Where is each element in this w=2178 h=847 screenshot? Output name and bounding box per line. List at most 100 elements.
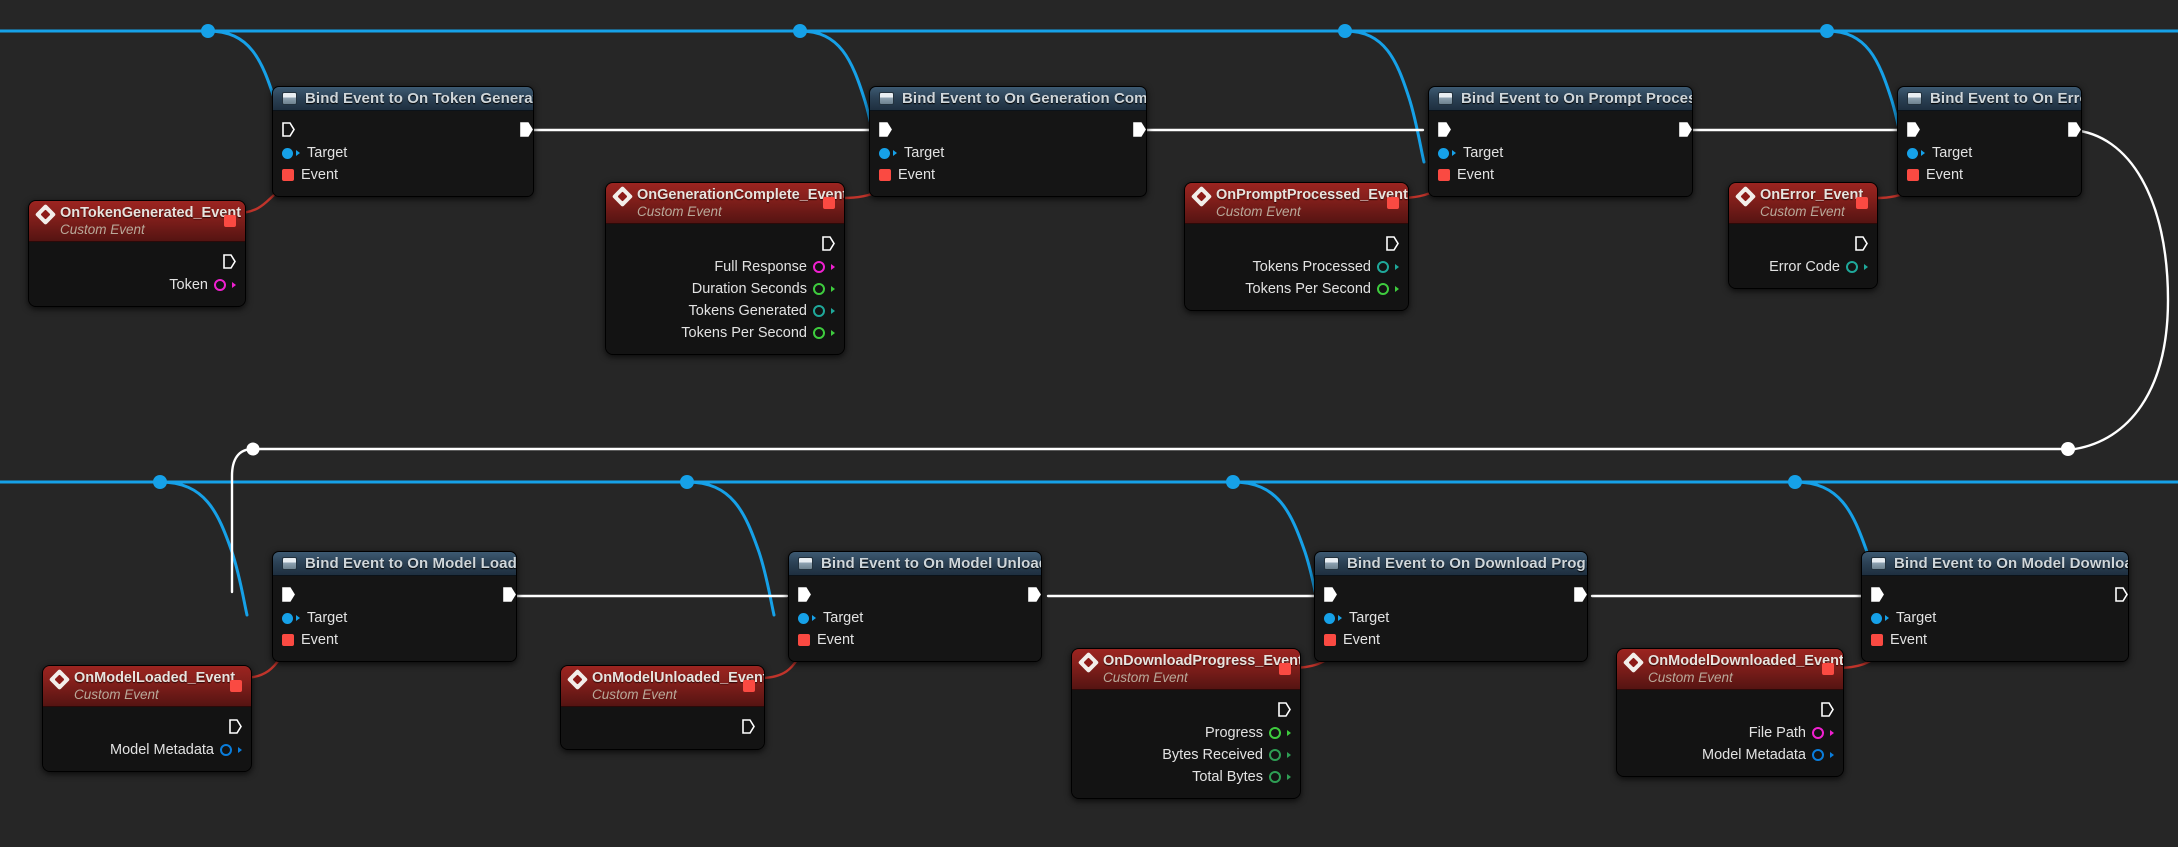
node-bind-event-on-generation-complete[interactable]: Bind Event to On Generation Complete Tar… bbox=[869, 86, 1147, 197]
exec-input-pin[interactable] bbox=[798, 586, 811, 602]
output-pin-tokens-per-second[interactable] bbox=[813, 327, 825, 340]
pin-row-output[interactable]: Tokens Per Second bbox=[606, 322, 844, 344]
exec-output-pin[interactable] bbox=[1133, 121, 1146, 137]
node-event-on-token-generated[interactable]: OnTokenGenerated_Event Custom Event Toke… bbox=[28, 200, 246, 308]
event-delegate-pin[interactable] bbox=[1871, 634, 1883, 646]
exec-input-pin[interactable] bbox=[282, 586, 295, 602]
delegate-output-pin[interactable] bbox=[1856, 197, 1868, 210]
pin-row-output[interactable]: Error Code bbox=[1729, 256, 1877, 278]
pin-row-output[interactable]: Total Bytes bbox=[1072, 766, 1300, 788]
pin-row-event[interactable]: Event bbox=[1315, 629, 1587, 651]
node-event-on-generation-complete[interactable]: OnGenerationComplete_Event Custom Event … bbox=[605, 182, 845, 356]
output-pin-model-metadata[interactable] bbox=[1812, 749, 1824, 762]
node-bind-event-on-download-progress[interactable]: Bind Event to On Download Progress Targe… bbox=[1314, 551, 1588, 662]
output-pin-total-bytes[interactable] bbox=[1269, 771, 1281, 784]
node-event-on-prompt-processed[interactable]: OnPromptProcessed_Event Custom Event Tok… bbox=[1184, 182, 1409, 312]
pin-row-target[interactable]: Target bbox=[1898, 142, 2081, 164]
event-delegate-pin[interactable] bbox=[282, 634, 294, 646]
pin-row-output[interactable]: Full Response bbox=[606, 256, 844, 278]
node-bind-event-on-model-unloaded[interactable]: Bind Event to On Model Unloaded Target E… bbox=[788, 551, 1042, 662]
delegate-output-pin[interactable] bbox=[1387, 197, 1399, 210]
pin-row-output[interactable]: Bytes Received bbox=[1072, 744, 1300, 766]
pin-row-event[interactable]: Event bbox=[273, 164, 533, 186]
delegate-output-pin[interactable] bbox=[224, 215, 236, 228]
pin-row-event[interactable]: Event bbox=[870, 164, 1146, 186]
pin-row-event[interactable]: Event bbox=[1898, 164, 2081, 186]
event-delegate-pin[interactable] bbox=[1907, 169, 1919, 181]
pin-row-output[interactable]: Duration Seconds bbox=[606, 278, 844, 300]
delegate-output-pin[interactable] bbox=[230, 680, 242, 693]
exec-input-pin[interactable] bbox=[879, 121, 892, 137]
pin-row-event[interactable]: Event bbox=[1429, 164, 1692, 186]
pin-row-target[interactable]: Target bbox=[1862, 607, 2128, 629]
exec-output-pin[interactable] bbox=[1821, 701, 1834, 717]
target-pin[interactable] bbox=[879, 147, 890, 159]
pin-row-target[interactable]: Target bbox=[273, 607, 516, 629]
node-event-on-download-progress[interactable]: OnDownloadProgress_Event Custom Event Pr… bbox=[1071, 648, 1301, 800]
output-pin-file-path[interactable] bbox=[1812, 727, 1824, 740]
node-bind-event-on-prompt-processed[interactable]: Bind Event to On Prompt Processed Target… bbox=[1428, 86, 1693, 197]
output-pin-full-response[interactable] bbox=[813, 261, 825, 274]
pin-row-output[interactable]: Token bbox=[29, 274, 245, 296]
pin-row-output[interactable]: Tokens Per Second bbox=[1185, 278, 1408, 300]
output-pin-tokens-processed[interactable] bbox=[1377, 261, 1389, 274]
output-pin-tokens-generated[interactable] bbox=[813, 305, 825, 318]
output-pin-error-code[interactable] bbox=[1846, 261, 1858, 274]
pin-row-target[interactable]: Target bbox=[1429, 142, 1692, 164]
node-event-on-model-unloaded[interactable]: OnModelUnloaded_Event Custom Event bbox=[560, 665, 765, 751]
pin-row-target[interactable]: Target bbox=[273, 142, 533, 164]
delegate-output-pin[interactable] bbox=[743, 680, 755, 693]
pin-row-output[interactable]: File Path bbox=[1617, 722, 1843, 744]
node-event-on-model-downloaded[interactable]: OnModelDownloaded_Event Custom Event Fil… bbox=[1616, 648, 1844, 778]
pin-row-target[interactable]: Target bbox=[789, 607, 1041, 629]
exec-input-pin[interactable] bbox=[1907, 121, 1920, 137]
exec-output-pin[interactable] bbox=[503, 586, 516, 602]
exec-output-pin[interactable] bbox=[223, 253, 236, 269]
event-delegate-pin[interactable] bbox=[798, 634, 810, 646]
node-bind-event-on-model-downloaded[interactable]: Bind Event to On Model Downloaded Target… bbox=[1861, 551, 2129, 662]
exec-output-pin[interactable] bbox=[1386, 235, 1399, 251]
exec-input-pin[interactable] bbox=[1438, 121, 1451, 137]
pin-row-output[interactable]: Progress bbox=[1072, 722, 1300, 744]
pin-row-output[interactable]: Model Metadata bbox=[43, 739, 251, 761]
node-event-on-error[interactable]: OnError_Event Custom Event Error Code bbox=[1728, 182, 1878, 290]
exec-output-pin[interactable] bbox=[1679, 121, 1692, 137]
pin-row-target[interactable]: Target bbox=[1315, 607, 1587, 629]
target-pin[interactable] bbox=[1871, 612, 1882, 624]
event-delegate-pin[interactable] bbox=[282, 169, 294, 181]
pin-row-output[interactable]: Model Metadata bbox=[1617, 744, 1843, 766]
node-event-on-model-loaded[interactable]: OnModelLoaded_Event Custom Event Model M… bbox=[42, 665, 252, 773]
output-pin-bytes-received[interactable] bbox=[1269, 749, 1281, 762]
pin-row-output[interactable]: Tokens Generated bbox=[606, 300, 844, 322]
output-pin-token[interactable] bbox=[214, 279, 226, 292]
exec-output-pin[interactable] bbox=[2115, 586, 2128, 602]
node-bind-event-on-model-loaded[interactable]: Bind Event to On Model Loaded Target Eve… bbox=[272, 551, 517, 662]
target-pin[interactable] bbox=[798, 612, 809, 624]
output-pin-progress[interactable] bbox=[1269, 727, 1281, 740]
pin-row-event[interactable]: Event bbox=[789, 629, 1041, 651]
event-delegate-pin[interactable] bbox=[1324, 634, 1336, 646]
pin-row-event[interactable]: Event bbox=[1862, 629, 2128, 651]
exec-output-pin[interactable] bbox=[2068, 121, 2081, 137]
target-pin[interactable] bbox=[1907, 147, 1918, 159]
exec-output-pin[interactable] bbox=[520, 121, 533, 137]
exec-output-pin[interactable] bbox=[229, 718, 242, 734]
exec-input-pin[interactable] bbox=[1324, 586, 1337, 602]
target-pin[interactable] bbox=[1324, 612, 1335, 624]
delegate-output-pin[interactable] bbox=[823, 197, 835, 210]
exec-output-pin[interactable] bbox=[1574, 586, 1587, 602]
output-pin-duration-seconds[interactable] bbox=[813, 283, 825, 296]
exec-output-pin[interactable] bbox=[742, 718, 755, 734]
pin-row-event[interactable]: Event bbox=[273, 629, 516, 651]
node-bind-event-on-error[interactable]: Bind Event to On Error Target Event bbox=[1897, 86, 2082, 197]
event-delegate-pin[interactable] bbox=[1438, 169, 1450, 181]
output-pin-model-metadata[interactable] bbox=[220, 744, 232, 757]
node-bind-event-on-token-generated[interactable]: Bind Event to On Token Generated Target … bbox=[272, 86, 534, 197]
exec-output-pin[interactable] bbox=[1278, 701, 1291, 717]
pin-row-target[interactable]: Target bbox=[870, 142, 1146, 164]
event-delegate-pin[interactable] bbox=[879, 169, 891, 181]
pin-row-output[interactable]: Tokens Processed bbox=[1185, 256, 1408, 278]
target-pin[interactable] bbox=[282, 612, 293, 624]
delegate-output-pin[interactable] bbox=[1822, 663, 1834, 676]
